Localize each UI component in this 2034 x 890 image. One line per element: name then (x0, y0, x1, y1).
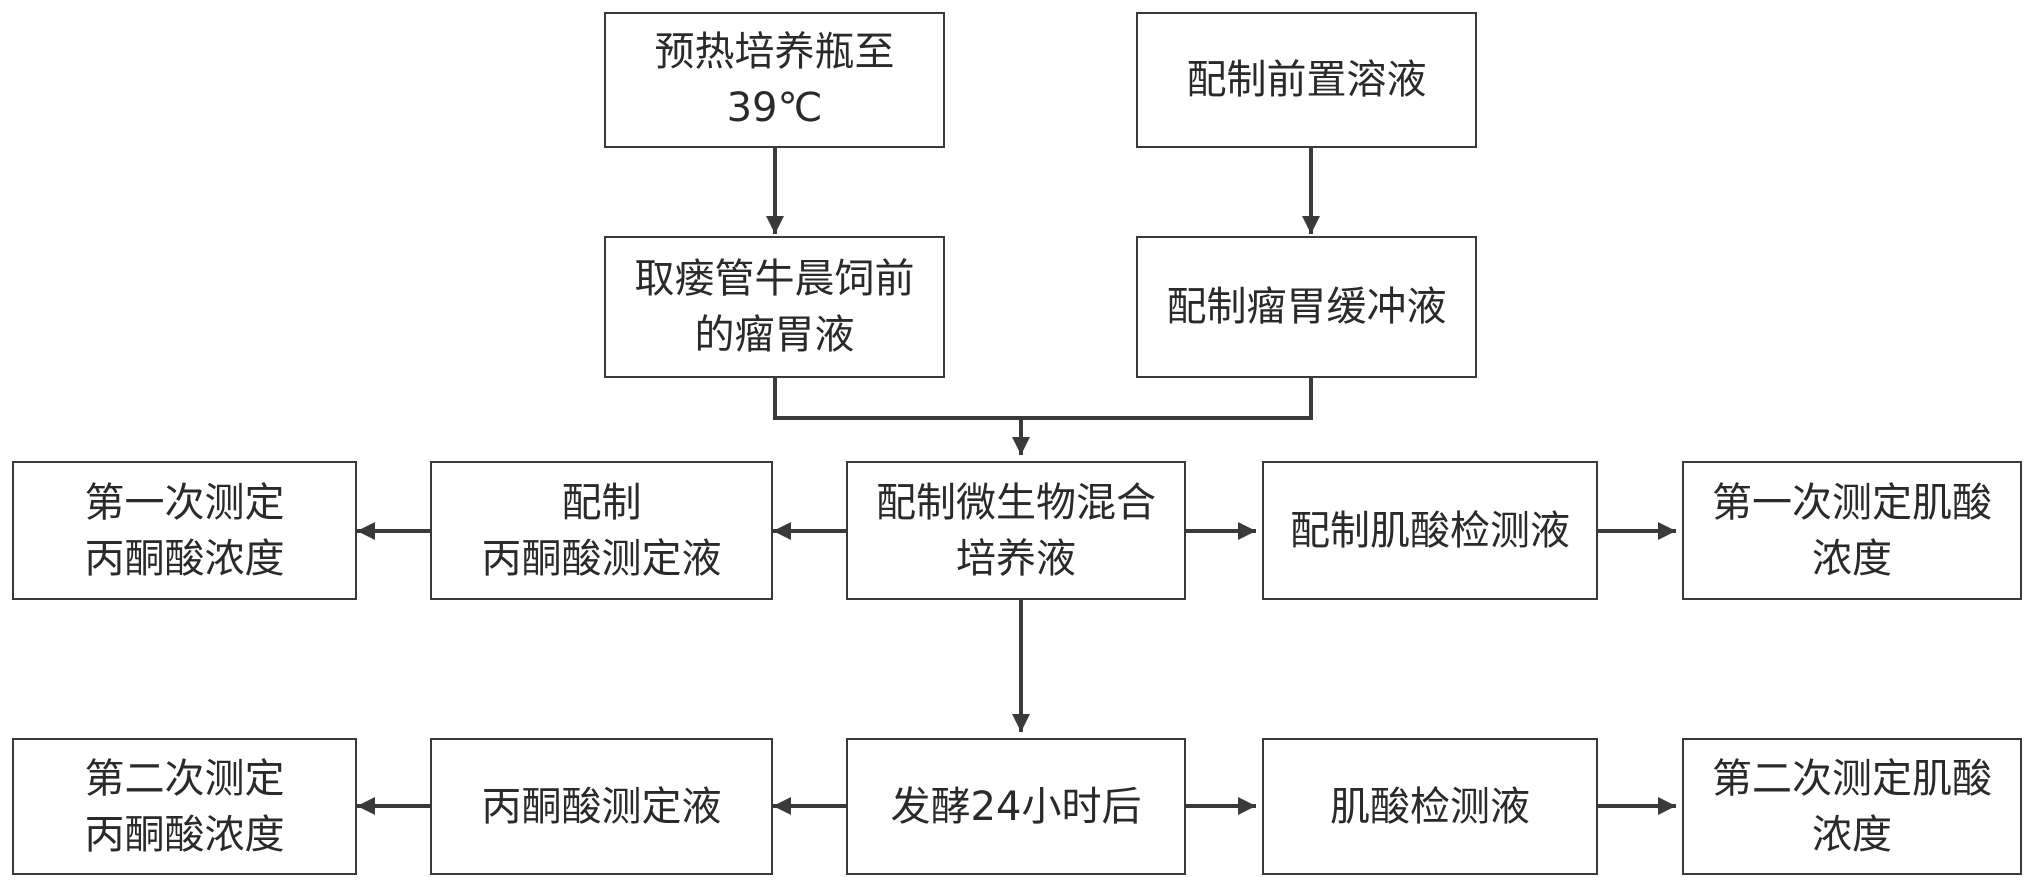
node-pyruvate-solution-line1: 丙酮酸测定液 (481, 783, 722, 830)
node-second-pyruvate-line1: 第二次测定 (84, 755, 285, 802)
node-ferment-line1: 发酵24小时后 (890, 783, 1142, 830)
node-first-creatinine-measure: 第一次测定肌酸 浓度 (1682, 461, 2022, 600)
node-first-creatinine-line2: 浓度 (1812, 535, 1892, 582)
node-preheat-line1: 预热培养瓶至 (654, 29, 895, 75)
node-pyruvate-solution: 丙酮酸测定液 (430, 738, 773, 875)
node-first-pyruvate-line1: 第一次测定 (84, 479, 285, 526)
node-take-rumen-fluid-line1: 取瘘管牛晨饲前 (634, 256, 915, 302)
node-prep-pre-solution-line1: 配制前置溶液 (1186, 57, 1427, 103)
node-second-creatinine-line2: 浓度 (1812, 811, 1892, 858)
node-prep-mixed-culture: 配制微生物混合 培养液 (846, 461, 1186, 600)
node-prep-pyruvate-solution-line2: 丙酮酸测定液 (481, 535, 722, 582)
node-second-pyruvate-measure: 第二次测定 丙酮酸浓度 (12, 738, 357, 875)
node-take-rumen-fluid: 取瘘管牛晨饲前 的瘤胃液 (604, 236, 945, 378)
node-prep-pyruvate-solution-line1: 配制 (561, 479, 642, 526)
node-first-pyruvate-line2: 丙酮酸浓度 (84, 535, 285, 582)
node-prep-mixed-culture-line2: 培养液 (956, 535, 1076, 582)
node-preheat-line2: 39℃ (726, 85, 823, 131)
node-prep-creatinine-solution-line1: 配制肌酸检测液 (1290, 507, 1570, 554)
node-prep-mixed-culture-line1: 配制微生物混合 (876, 479, 1156, 526)
node-prep-buffer: 配制瘤胃缓冲液 (1136, 236, 1477, 378)
node-take-rumen-fluid-line2: 的瘤胃液 (694, 312, 855, 358)
node-ferment-24h: 发酵24小时后 (846, 738, 1186, 875)
node-prep-pyruvate-solution: 配制 丙酮酸测定液 (430, 461, 773, 600)
node-prep-buffer-line1: 配制瘤胃缓冲液 (1166, 284, 1447, 330)
node-prep-pre-solution: 配制前置溶液 (1136, 12, 1477, 148)
node-second-pyruvate-line2: 丙酮酸浓度 (84, 811, 285, 858)
node-prep-creatinine-solution: 配制肌酸检测液 (1262, 461, 1598, 600)
node-creatinine-solution-line1: 肌酸检测液 (1330, 783, 1530, 830)
node-first-creatinine-line1: 第一次测定肌酸 (1712, 479, 1992, 526)
connector-merge-top (773, 378, 1313, 420)
node-creatinine-solution: 肌酸检测液 (1262, 738, 1598, 875)
node-second-creatinine-line1: 第二次测定肌酸 (1712, 755, 1992, 802)
node-second-creatinine-measure: 第二次测定肌酸 浓度 (1682, 738, 2022, 875)
node-first-pyruvate-measure: 第一次测定 丙酮酸浓度 (12, 461, 357, 600)
node-preheat-bottle: 预热培养瓶至 39℃ (604, 12, 945, 148)
